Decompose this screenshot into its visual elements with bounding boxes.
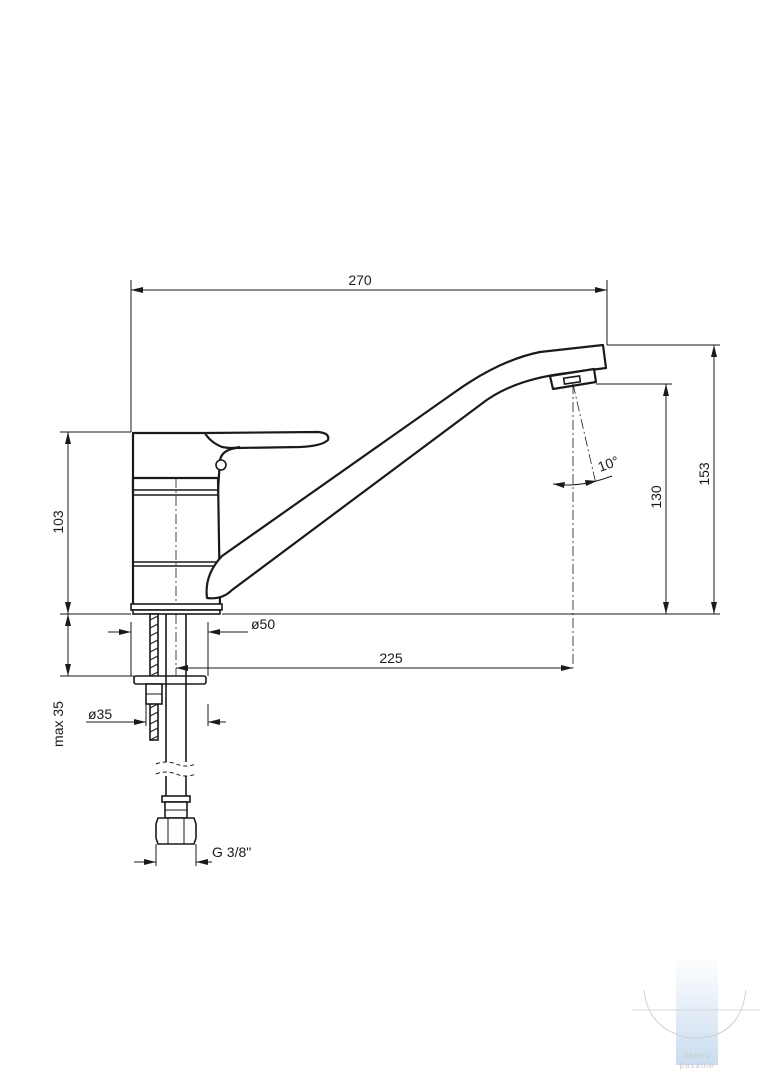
aerator-slot [562, 375, 582, 385]
dim-label-d50: ø50 [251, 616, 275, 632]
dim-label-130: 130 [648, 485, 664, 509]
hose-nut [155, 817, 197, 845]
dim-label-d35: ø35 [88, 706, 112, 722]
mounting-kit [133, 613, 207, 845]
spout-tube [205, 343, 608, 600]
lever-tip [204, 432, 241, 450]
lever-handle [131, 430, 330, 492]
dim-label-max35: max 35 [50, 701, 66, 747]
spout [205, 343, 608, 600]
dim-label-103: 103 [50, 510, 66, 534]
base-plate [132, 609, 221, 615]
dim-label-g38: G 3/8" [212, 844, 251, 860]
dim-label-153: 153 [696, 462, 712, 486]
watermark-text-2: pasaule [679, 1061, 714, 1070]
dim-label-10deg: 10° [596, 453, 621, 475]
mounting-plate [133, 675, 207, 685]
dimension-labels: 270 225 153 130 103 max 35 10° ø50 ø35 G… [50, 272, 712, 860]
watermark-text-1: vannu [684, 1051, 711, 1060]
faucet-body [130, 430, 330, 615]
watermark-logo: vannu pasaule [632, 955, 760, 1070]
base-ring [130, 603, 223, 611]
arrowheads [65, 287, 717, 865]
lever-screw [215, 459, 227, 471]
dim-label-270: 270 [348, 272, 372, 288]
axis-lines [175, 383, 597, 676]
dim-label-225: 225 [379, 650, 403, 666]
hose-ferrule [161, 795, 191, 803]
